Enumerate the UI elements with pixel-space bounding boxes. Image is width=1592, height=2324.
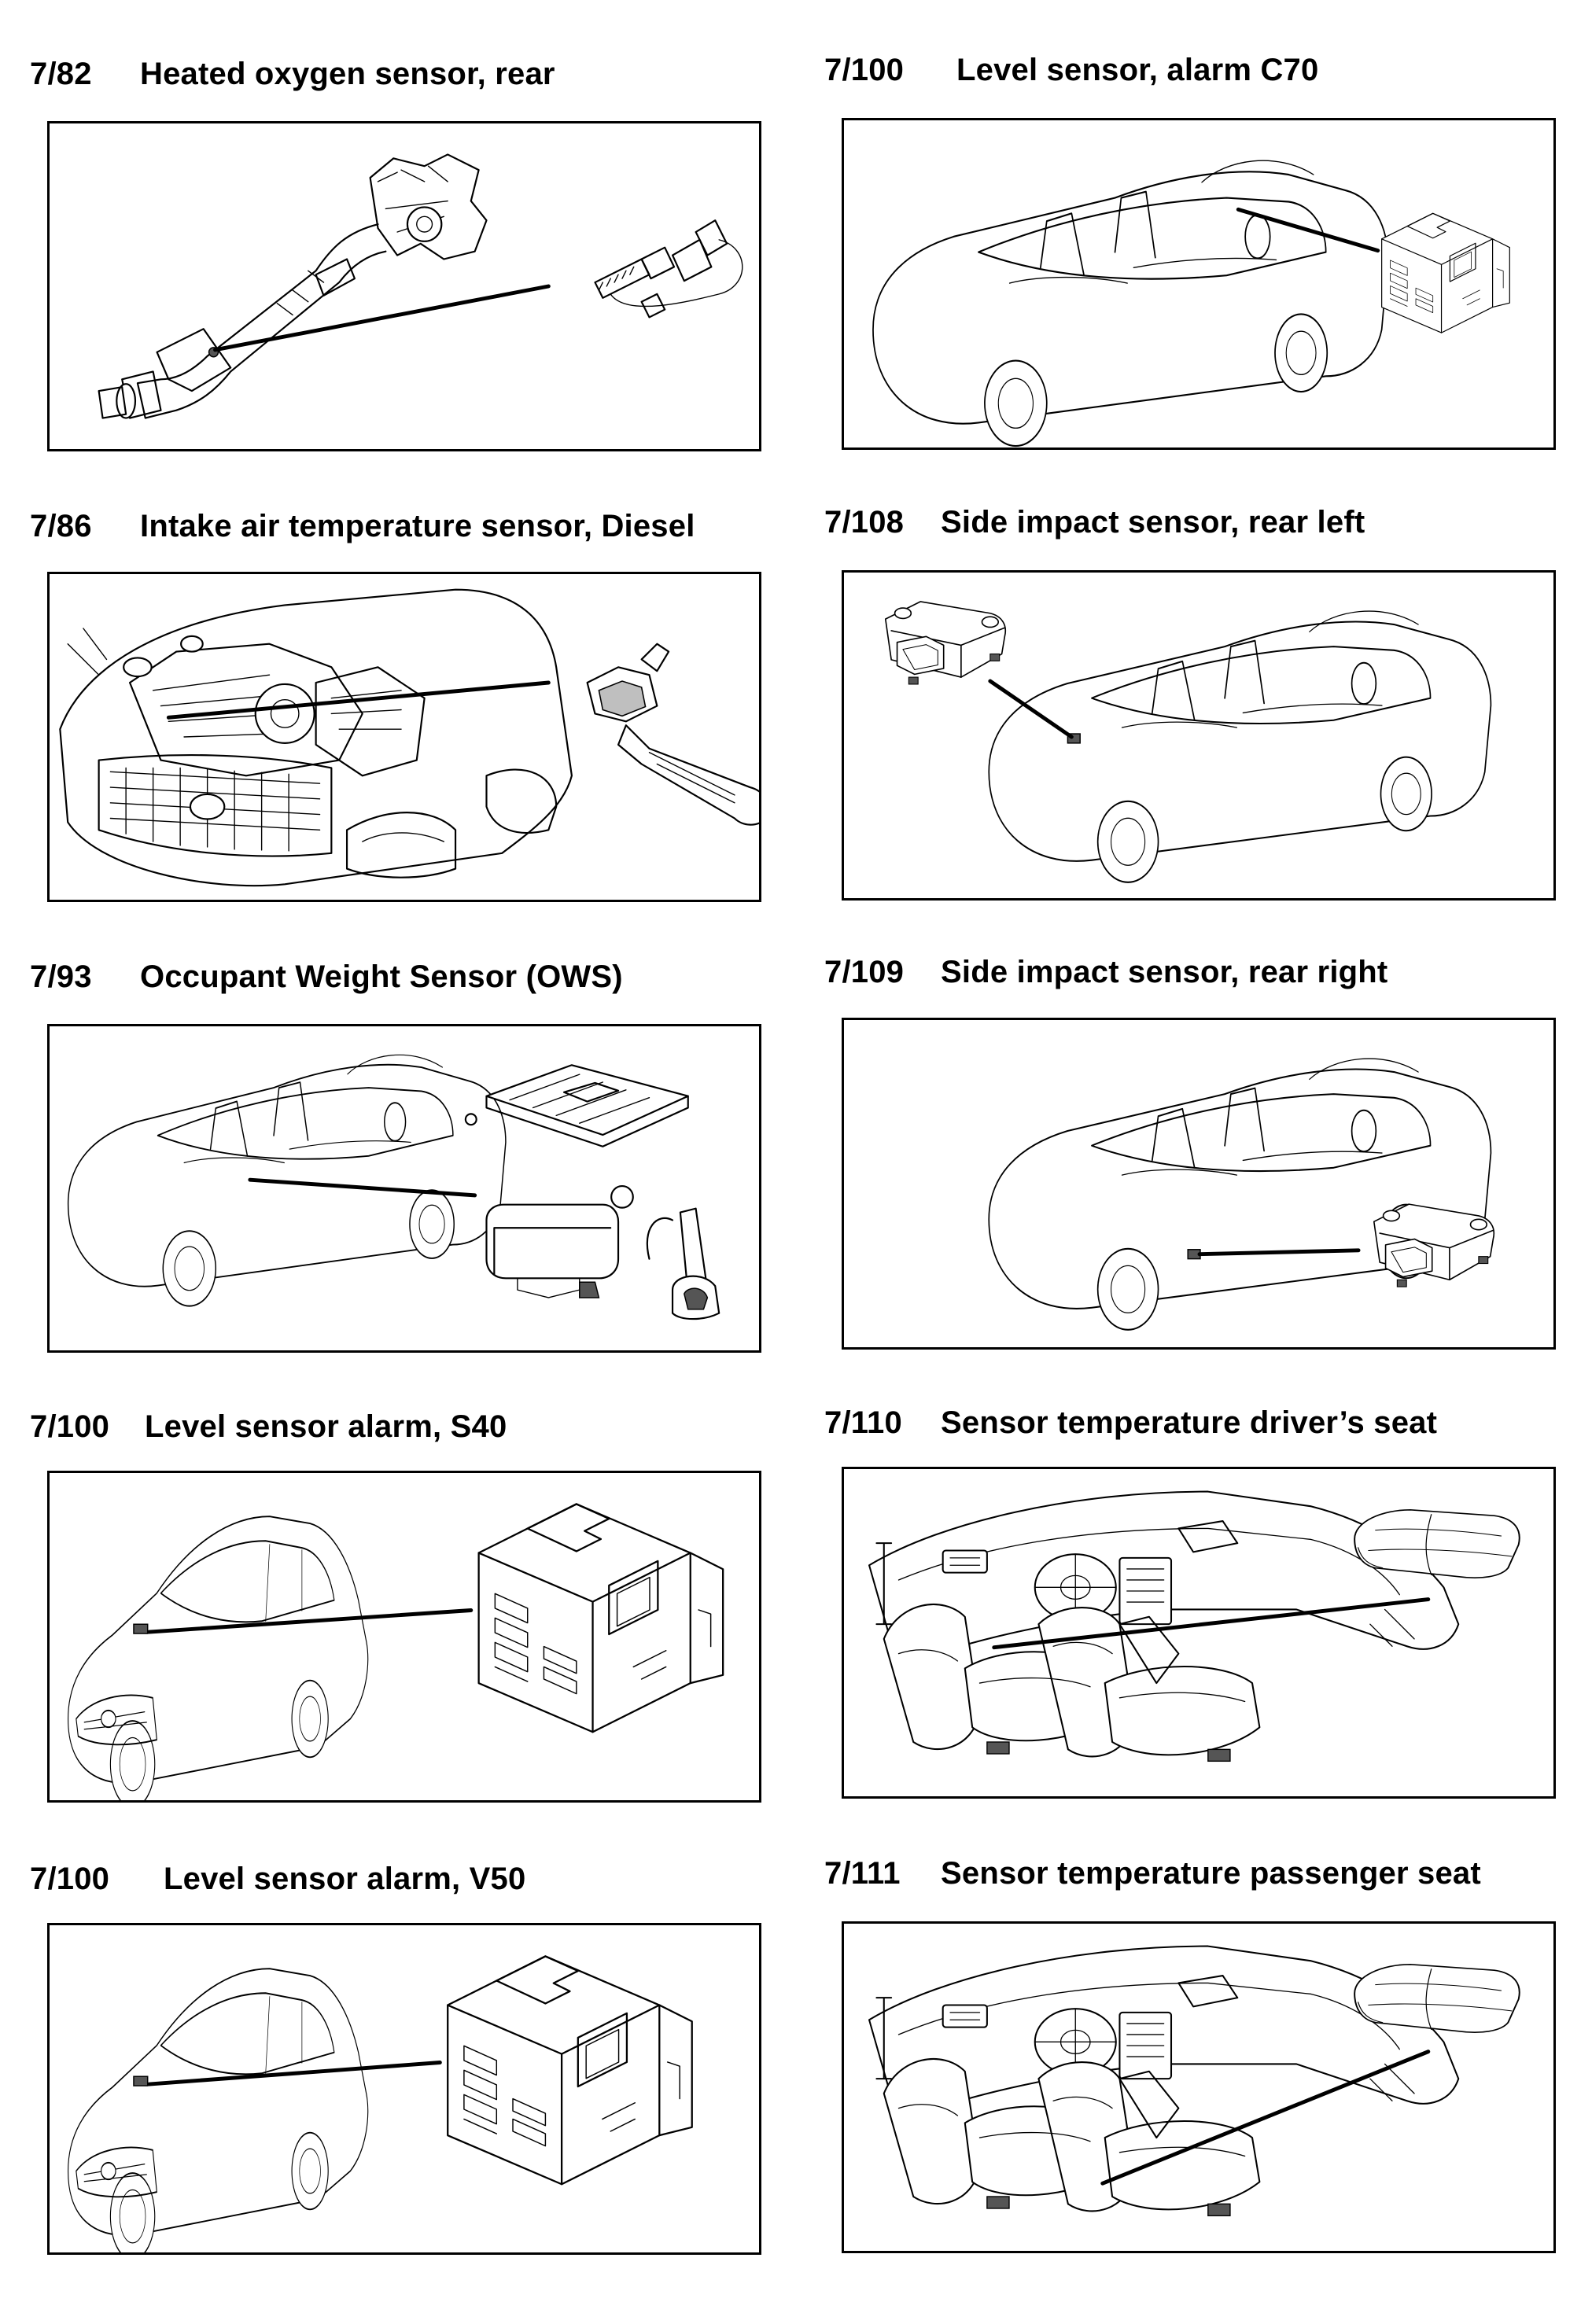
diagram-frame	[47, 1923, 761, 2255]
diagram-7-100-s40: 7/100 Level sensor alarm, S40	[30, 1408, 761, 1805]
exhaust-oxygen-sensor-illustration	[98, 153, 743, 419]
diagram-caption: 7/110 Sensor temperature driver’s seat	[824, 1404, 1437, 1442]
diagram-title: Occupant Weight Sensor (OWS)	[140, 959, 623, 994]
diagram-number: 7/100	[30, 1862, 110, 1896]
side-impact-sensor-rear-left-illustration	[884, 601, 1492, 883]
engine-bay-intake-air-sensor-illustration	[59, 588, 759, 887]
diagram-title: Intake air temperature sensor, Diesel	[140, 509, 695, 543]
diagram-7-108: 7/108 Side impact sensor, rear left	[824, 503, 1556, 904]
diagram-title: Side impact sensor, rear right	[941, 955, 1388, 989]
diagram-title: Sensor temperature driver’s seat	[941, 1405, 1438, 1440]
diagram-title: Side impact sensor, rear left	[941, 505, 1365, 540]
diagram-frame	[47, 1471, 761, 1803]
diagram-frame	[842, 1921, 1556, 2253]
diagram-frame	[842, 570, 1556, 901]
diagram-caption: 7/100 Level sensor, alarm C70	[824, 51, 1318, 89]
diagram-caption: 7/82 Heated oxygen sensor, rear	[30, 55, 555, 93]
diagram-number: 7/86	[30, 509, 92, 543]
diagram-7-100-v50: 7/100 Level sensor alarm, V50	[30, 1860, 761, 2257]
diagram-number: 7/93	[30, 959, 92, 994]
diagram-title: Level sensor, alarm C70	[956, 53, 1319, 87]
diagram-caption: 7/100 Level sensor alarm, V50	[30, 1860, 525, 1898]
diagram-7-93: 7/93 Occupant Weight Sensor (OWS)	[30, 958, 761, 1355]
diagram-frame	[842, 118, 1556, 450]
diagram-title: Level sensor alarm, S40	[145, 1409, 507, 1444]
diagram-7-111: 7/111 Sensor temperature passenger seat	[824, 1854, 1556, 2256]
seat-temperature-sensor-passenger-illustration	[868, 1945, 1520, 2217]
diagram-number: 7/111	[824, 1856, 901, 1891]
diagram-7-109: 7/109 Side impact sensor, rear right	[824, 953, 1556, 1354]
level-sensor-s40-illustration	[67, 1503, 724, 1800]
level-sensor-v50-illustration	[67, 1955, 693, 2252]
diagram-caption: 7/93 Occupant Weight Sensor (OWS)	[30, 958, 623, 996]
diagram-number: 7/82	[30, 57, 92, 91]
occupant-weight-sensor-illustration	[67, 1054, 720, 1320]
diagram-7-110: 7/110 Sensor temperature driver’s seat	[824, 1404, 1556, 1805]
diagram-frame	[842, 1018, 1556, 1350]
diagram-caption: 7/109 Side impact sensor, rear right	[824, 953, 1387, 991]
diagram-frame	[47, 121, 761, 451]
seat-temperature-sensor-driver-illustration	[868, 1490, 1520, 1762]
diagram-caption: 7/100 Level sensor alarm, S40	[30, 1408, 507, 1446]
diagram-caption: 7/111 Sensor temperature passenger seat	[824, 1854, 1481, 1892]
diagram-title: Heated oxygen sensor, rear	[140, 57, 555, 91]
diagram-caption: 7/86 Intake air temperature sensor, Diese…	[30, 507, 695, 545]
diagram-frame	[842, 1467, 1556, 1799]
diagram-number: 7/108	[824, 505, 905, 540]
side-impact-sensor-rear-right-illustration	[988, 1058, 1495, 1331]
diagram-7-86: 7/86 Intake air temperature sensor, Diese…	[30, 507, 761, 904]
diagram-caption: 7/108 Side impact sensor, rear left	[824, 503, 1365, 541]
diagram-number: 7/109	[824, 955, 905, 989]
diagram-title: Level sensor alarm, V50	[164, 1862, 526, 1896]
diagram-7-100-c70: 7/100 Level sensor, alarm C70	[824, 51, 1556, 452]
diagram-title: Sensor temperature passenger seat	[941, 1856, 1481, 1891]
diagram-frame	[47, 1024, 761, 1353]
diagram-frame	[47, 572, 761, 902]
diagram-number: 7/100	[824, 53, 905, 87]
level-sensor-c70-illustration	[872, 160, 1510, 447]
diagram-7-82: 7/82 Heated oxygen sensor, rear	[30, 55, 761, 452]
diagram-number: 7/100	[30, 1409, 110, 1444]
diagram-number: 7/110	[824, 1405, 902, 1440]
